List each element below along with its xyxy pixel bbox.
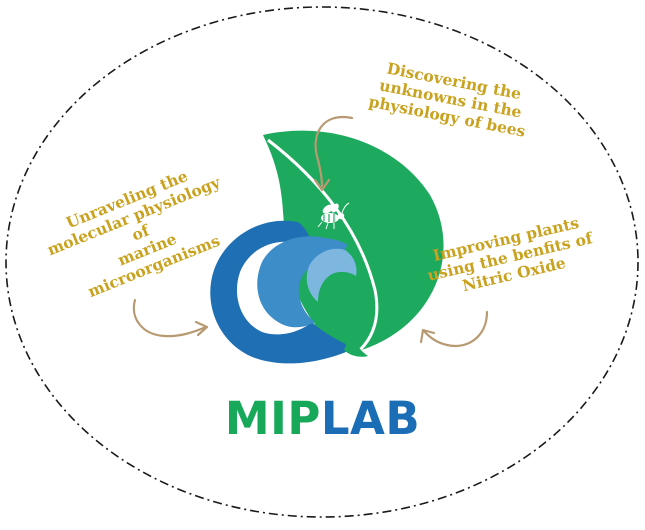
leaf-icon xyxy=(263,130,444,352)
brand-lab: LAB xyxy=(320,392,421,445)
wave-icon xyxy=(210,220,368,364)
bee-icon xyxy=(317,202,350,230)
arrow-plants xyxy=(419,310,489,348)
arrow-bees xyxy=(313,115,354,192)
brand-logotype: MIPLAB xyxy=(200,392,445,445)
arrow-marine xyxy=(132,298,209,338)
ellipse-frame xyxy=(5,6,639,518)
brand-mip: MIP xyxy=(224,392,321,445)
